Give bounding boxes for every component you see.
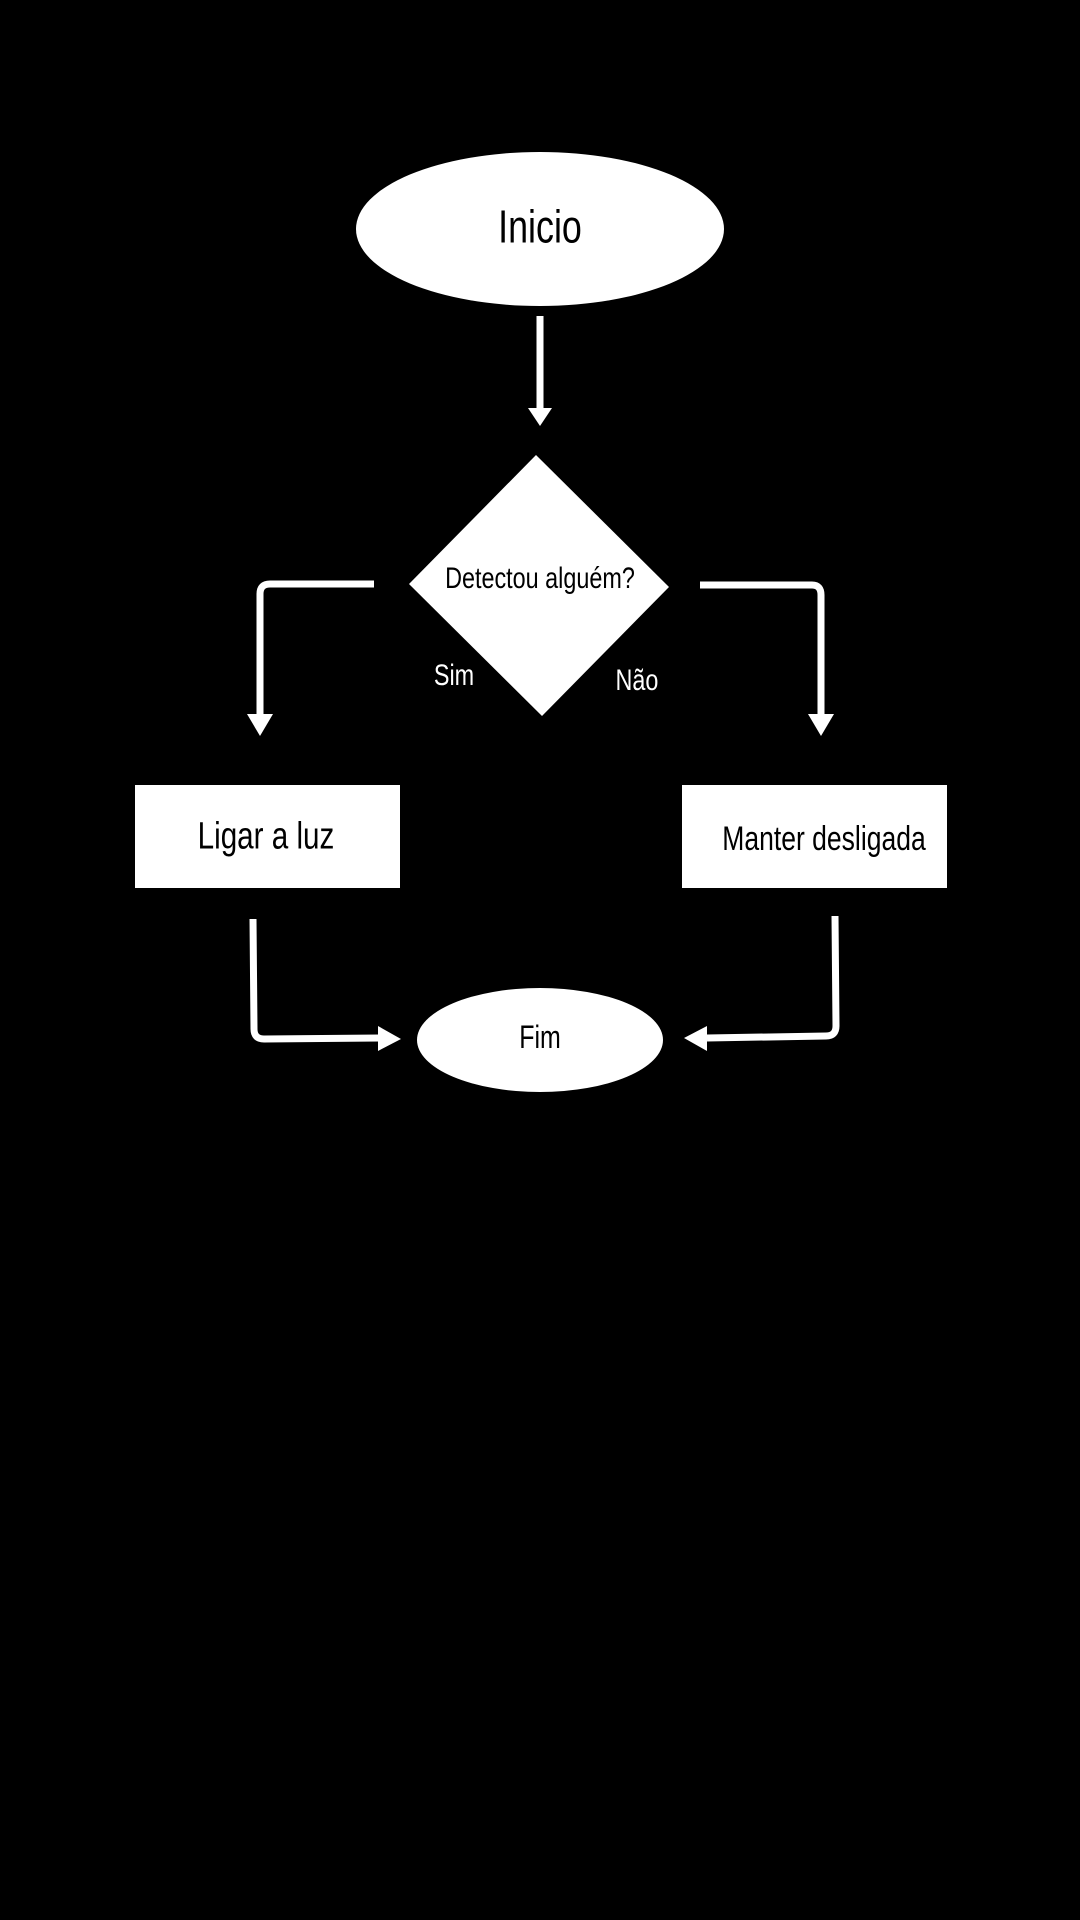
- yes-action-node: Ligar a luz: [135, 785, 400, 888]
- edge-label-no: Não: [616, 663, 659, 696]
- arrowhead-right-icon: [378, 1026, 401, 1051]
- yes-action-label: Ligar a luz: [198, 815, 335, 857]
- arrowhead-left-icon: [684, 1026, 707, 1051]
- connector-line: [700, 581, 825, 715]
- edge-yes-to-end: [249, 918, 401, 1051]
- start-ellipse: [356, 152, 724, 306]
- start-node: Inicio: [356, 152, 724, 306]
- edge-start-to-decision: [528, 316, 552, 426]
- decision-diamond: [409, 455, 669, 716]
- start-label: Inicio: [498, 201, 582, 252]
- end-label: Fim: [519, 1020, 561, 1056]
- edge-no-to-end: [684, 915, 840, 1051]
- connector-line: [249, 918, 381, 1043]
- decision-label: Detectou alguém?: [445, 561, 635, 594]
- decision-node: Detectou alguém?: [409, 455, 669, 716]
- arrowhead-down-icon: [247, 714, 273, 736]
- no-action-rect: [682, 785, 947, 888]
- connector-line: [256, 580, 374, 715]
- end-node: Fim: [417, 988, 663, 1092]
- arrowhead-down-icon: [808, 714, 834, 736]
- edge-decision-to-yes: Sim: [247, 580, 474, 736]
- arrowhead-down-icon: [528, 408, 552, 426]
- yes-action-rect: [135, 785, 400, 888]
- edge-decision-to-no: Não: [616, 581, 834, 736]
- no-action-label: Manter desligada: [722, 820, 925, 858]
- edge-label-yes: Sim: [434, 658, 474, 691]
- connector-line: [706, 915, 840, 1042]
- end-ellipse: [417, 988, 663, 1092]
- no-action-node: Manter desligada: [682, 785, 947, 888]
